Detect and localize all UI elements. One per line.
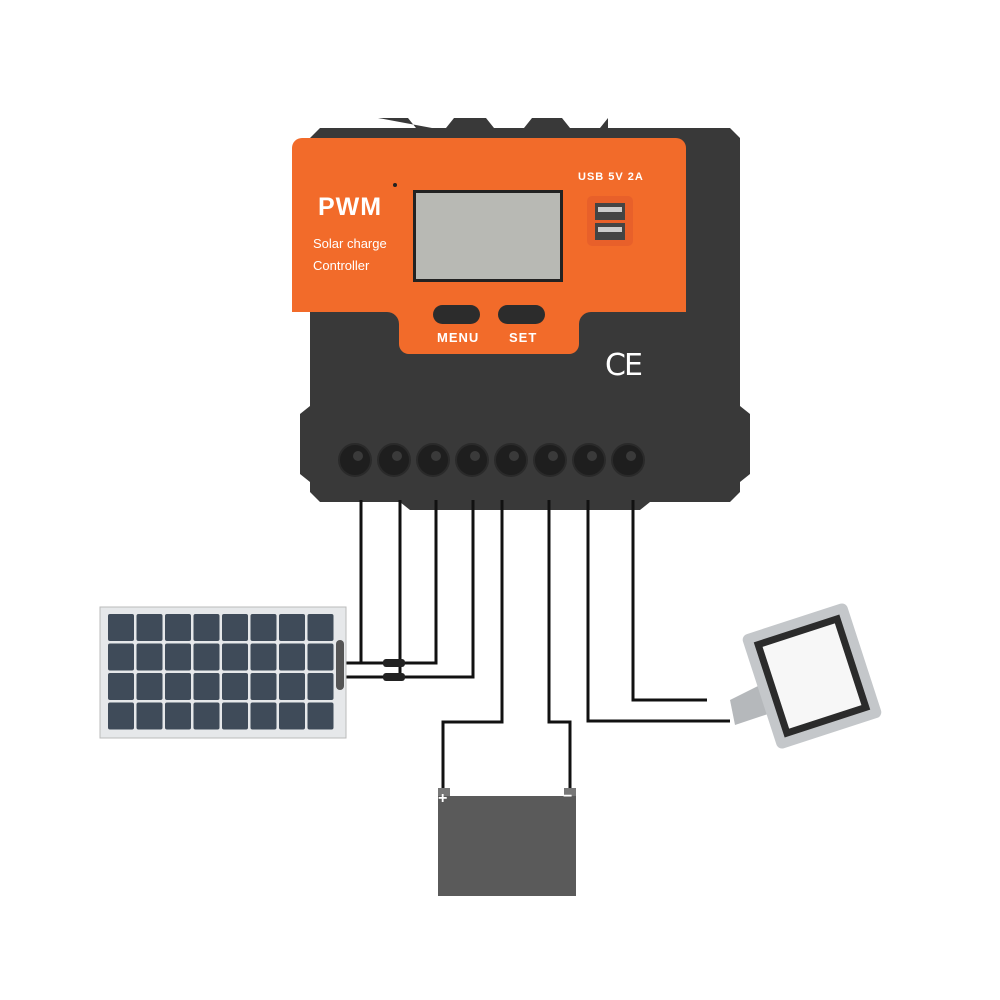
ce-mark: CE xyxy=(605,348,643,383)
screw-head xyxy=(626,451,636,461)
usb-port-icon xyxy=(595,203,625,240)
wire-pv-positive xyxy=(343,500,438,665)
solar-cell xyxy=(193,673,220,700)
mc4-connector xyxy=(383,659,405,667)
solar-cell xyxy=(108,614,134,641)
solar-cell xyxy=(108,673,134,700)
set-button[interactable] xyxy=(498,305,545,324)
indicator-led xyxy=(393,183,397,187)
screw-head xyxy=(470,451,480,461)
solar-cell xyxy=(307,673,334,700)
solar-cell xyxy=(307,643,334,671)
solar-cell xyxy=(279,614,305,641)
lcd-screen xyxy=(416,193,560,279)
solar-cell xyxy=(108,643,134,671)
screw-head xyxy=(548,451,558,461)
solar-cell xyxy=(165,614,191,641)
solar-cell xyxy=(250,614,277,641)
solar-cell xyxy=(250,673,277,700)
solar-cell xyxy=(307,702,334,730)
wires xyxy=(343,500,730,790)
solar-cell xyxy=(222,643,248,671)
solar-cell xyxy=(108,702,134,730)
solar-cell xyxy=(193,614,220,641)
product-type-label: PWM xyxy=(318,193,383,221)
screw-head xyxy=(587,451,597,461)
solar-cell xyxy=(165,673,191,700)
solar-cell xyxy=(222,702,248,730)
floodlight-icon xyxy=(730,603,882,749)
solar-cell xyxy=(136,702,163,730)
screw-head xyxy=(431,451,441,461)
solar-cell xyxy=(250,643,277,671)
subtitle-line-2: Controller xyxy=(313,258,370,273)
solar-cell xyxy=(193,702,220,730)
solar-cell xyxy=(165,702,191,730)
solar-cell xyxy=(222,673,248,700)
charge-controller xyxy=(292,118,750,510)
wire-load-2 xyxy=(631,500,707,702)
solar-cell xyxy=(136,614,163,641)
screw-head xyxy=(392,451,402,461)
battery-positive-label: + xyxy=(438,790,448,807)
subtitle-line-1: Solar charge xyxy=(313,236,387,251)
solar-cell xyxy=(279,702,305,730)
set-label: SET xyxy=(509,330,538,345)
solar-cell xyxy=(279,673,305,700)
solar-cell xyxy=(307,614,334,641)
wire-battery-negative xyxy=(547,500,572,790)
usb-label: USB 5V 2A xyxy=(578,171,644,183)
solar-cell xyxy=(250,702,277,730)
solar-cell xyxy=(136,643,163,671)
mc4-connector xyxy=(383,673,405,681)
battery xyxy=(438,788,576,896)
wire-battery-positive xyxy=(441,500,504,790)
solar-cell xyxy=(193,643,220,671)
battery-negative-label: − xyxy=(563,788,573,805)
screw-head xyxy=(509,451,519,461)
solar-cell xyxy=(165,643,191,671)
terminal-block xyxy=(338,443,645,477)
wire-load-1 xyxy=(586,500,730,723)
screw-head xyxy=(353,451,363,461)
menu-button[interactable] xyxy=(433,305,480,324)
solar-cell xyxy=(222,614,248,641)
solar-cell xyxy=(279,643,305,671)
junction-box xyxy=(336,640,344,690)
solar-cell xyxy=(136,673,163,700)
solar-panel xyxy=(99,606,347,739)
menu-label: MENU xyxy=(437,330,480,345)
